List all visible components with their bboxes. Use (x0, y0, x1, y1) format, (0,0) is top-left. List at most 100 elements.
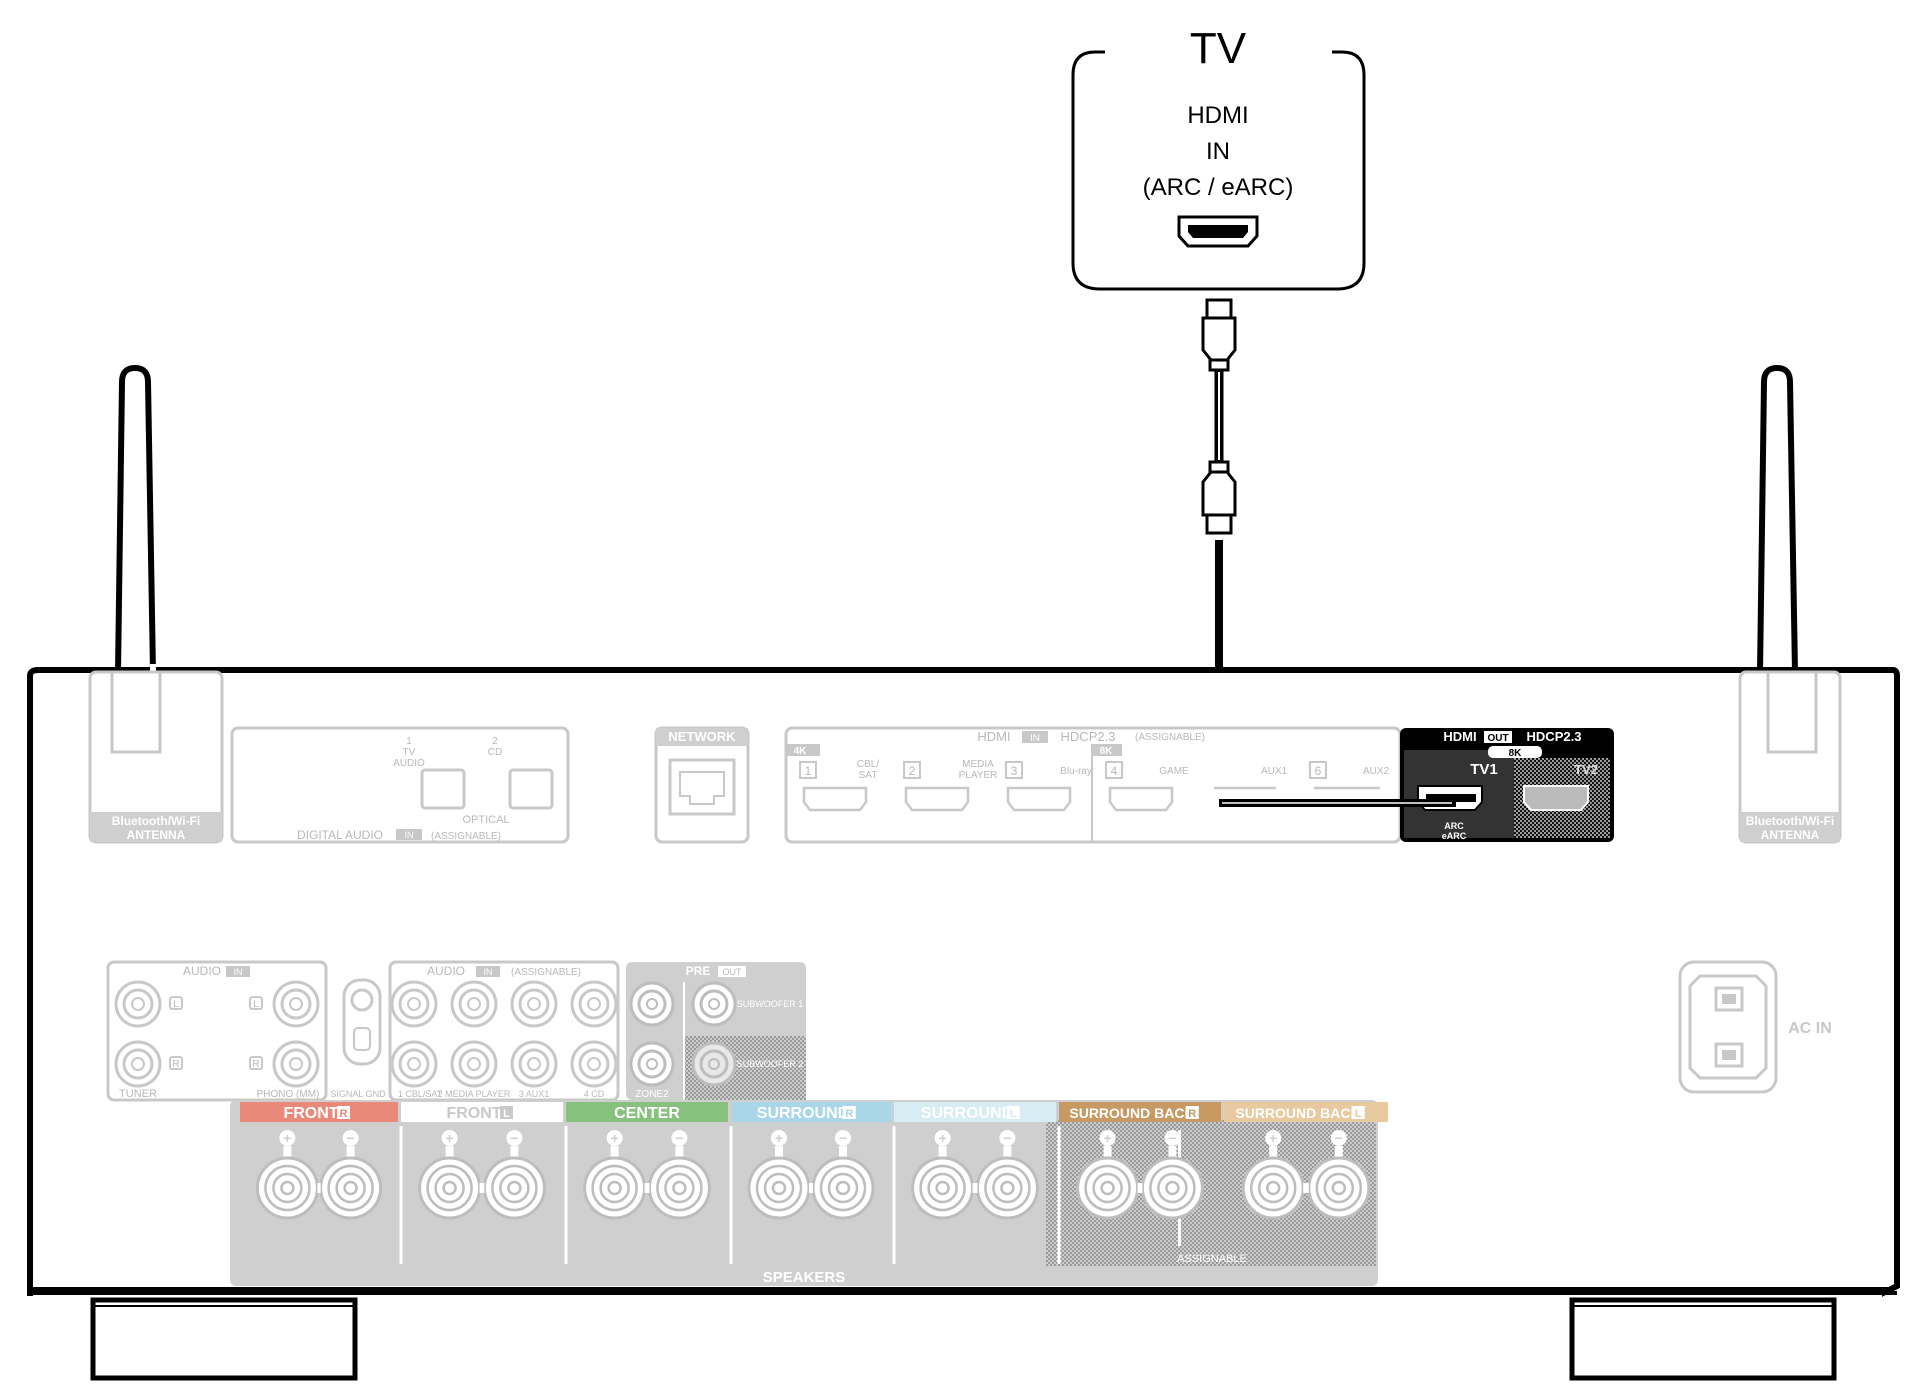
speaker-side-badge (1006, 1106, 1020, 1119)
antenna-left-terminal: Bluetooth/Wi-Fi ANTENNA (88, 670, 224, 844)
hdmi-in-port1-line1: CBL/ (857, 759, 879, 770)
audio-in-right-assignable: (ASSIGNABLE) (511, 967, 581, 978)
speaker-post-bridge (1137, 1183, 1143, 1193)
hdmi-out-title: HDMI (1443, 729, 1476, 744)
audio-in-left-l1: L (173, 999, 179, 1010)
tv-port-label-arc: (ARC / eARC) (1143, 174, 1294, 201)
antenna-right-label-1: Bluetooth/Wi-Fi (1746, 814, 1835, 828)
speaker-binding-post: + (418, 1130, 482, 1220)
speaker-post-bridge (479, 1183, 485, 1193)
speaker-binding-post: + (583, 1130, 647, 1220)
ac-in-label: AC IN (1788, 1020, 1832, 1037)
svg-text:−: − (510, 1130, 518, 1146)
hdmi-in-4k-badge: 4K (794, 746, 808, 757)
digital-in-badge: IN (405, 830, 414, 840)
svg-text:−: − (1335, 1130, 1343, 1146)
svg-text:+: + (1104, 1130, 1112, 1146)
svg-text:+: + (446, 1130, 454, 1146)
hdmi-in-port2-line2: PLAYER (959, 770, 998, 781)
audio-in-tuner-phono-panel: AUDIO IN L R L R TUNER PHONO (MM) SIGNAL… (106, 960, 386, 1102)
rca-jack (272, 1040, 320, 1088)
audio-in-left-l2: L (253, 999, 259, 1010)
hdmi-in-port6-num: 6 (1315, 764, 1322, 778)
receiver-foot-left (90, 1297, 358, 1381)
tv-port-label-hdmi: HDMI (1187, 102, 1248, 129)
speaker-channel-label: FRONT (283, 1105, 338, 1122)
hdmi-out-tv2-port[interactable] (1523, 785, 1589, 811)
network-port-panel: NETWORK (654, 726, 750, 844)
antenna-right-label-2: ANTENNA (1761, 828, 1820, 842)
speaker-side-badge (337, 1106, 350, 1119)
rca-jack (629, 981, 675, 1027)
audio-in-left-badge: IN (234, 967, 243, 977)
audio-in-right-title: AUDIO (427, 964, 465, 978)
rca-jack (390, 1040, 438, 1088)
speaker-side-badge (1351, 1106, 1365, 1119)
audio-in-left-title: AUDIO (183, 964, 221, 978)
svg-text:−: − (1168, 1130, 1176, 1146)
speaker-binding-post: + (255, 1130, 319, 1220)
ac-in-panel: AC IN (1678, 960, 1832, 1094)
speaker-post-bridge (317, 1183, 321, 1193)
speaker-channel-label: SURROUND (921, 1105, 1013, 1122)
digital-audio-panel: 1 TV AUDIO 2 CD OPTICAL DIGITAL AUDIO IN… (230, 726, 570, 844)
tv-port-label-in: IN (1206, 138, 1230, 165)
speaker-side-label: R (1188, 1108, 1196, 1120)
speaker-channel-label: FRONT (446, 1105, 501, 1122)
speaker-side-label: L (1355, 1108, 1362, 1120)
speakers-assignable: ASSIGNABLE (1177, 1253, 1247, 1265)
pre-out-sub2: SUBWOOFER 2 (737, 1059, 804, 1069)
speaker-side-badge (1185, 1106, 1199, 1119)
hdmi-in-8k-badge: 8K (1100, 746, 1114, 757)
speaker-post-bridge (1303, 1183, 1309, 1193)
speaker-channel-label: SURROUND BACK (1069, 1105, 1194, 1121)
hdmi-in-port4-num: 4 (1111, 764, 1118, 778)
antenna-left (115, 364, 156, 673)
speaker-channel-label: SURROUND BACK (1235, 1105, 1360, 1121)
hdmi-in-port1-line2: SAT (859, 770, 878, 781)
rca-jack (450, 1040, 498, 1088)
hdmi-in-badge: IN (1030, 733, 1040, 744)
svg-text:+: + (283, 1130, 291, 1146)
digital-optical-label: OPTICAL (462, 814, 509, 826)
speaker-side-label: L (1010, 1108, 1017, 1120)
hdmi-in-port4-line1: GAME (1159, 766, 1189, 777)
audio-in-left-r2: R (252, 1059, 259, 1070)
speaker-side-label: R (340, 1108, 348, 1120)
speaker-post-bridge (809, 1183, 813, 1193)
rca-jack (450, 980, 498, 1028)
audio-in-tuner-label: TUNER (119, 1088, 157, 1100)
speaker-binding-post: − (811, 1130, 875, 1220)
hdmi-out-panel: HDMI OUT HDCP2.3 8K TV1 TV2 ARC eARC (1400, 728, 1614, 842)
audio-in-label-1: 1 CBL/SAT (398, 1089, 443, 1099)
speaker-binding-post: + (911, 1130, 975, 1220)
signal-gnd-label: SIGNAL GND (330, 1089, 386, 1099)
hdmi-out-arc-label-2: eARC (1442, 831, 1467, 841)
speaker-binding-post: − (1307, 1130, 1371, 1220)
hdmi-out-hdcp: HDCP2.3 (1527, 729, 1582, 744)
tv-hdmi-port-icon (1177, 215, 1259, 248)
svg-text:−: − (839, 1130, 847, 1146)
hdmi-in-assignable: (ASSIGNABLE) (1135, 732, 1205, 743)
hdmi-in-port2-num: 2 (909, 764, 916, 778)
audio-in-right-badge: IN (484, 967, 493, 977)
svg-text:+: + (1269, 1130, 1277, 1146)
digital-port1-line2: AUDIO (393, 758, 425, 769)
speaker-binding-post: − (1140, 1130, 1204, 1220)
pre-out-zone2: ZONE2 (635, 1089, 669, 1100)
speaker-channel-label: CENTER (614, 1105, 680, 1122)
digital-port1-num: 1 (406, 736, 412, 747)
antenna-left-label-1: Bluetooth/Wi-Fi (112, 814, 201, 828)
rca-jack (570, 1040, 618, 1088)
antenna-right-terminal: Bluetooth/Wi-Fi ANTENNA (1738, 670, 1842, 844)
digital-port1-line1: TV (403, 747, 416, 758)
hdmi-out-arc-label-1: ARC (1444, 821, 1464, 831)
digital-port2-num: 2 (492, 736, 498, 747)
